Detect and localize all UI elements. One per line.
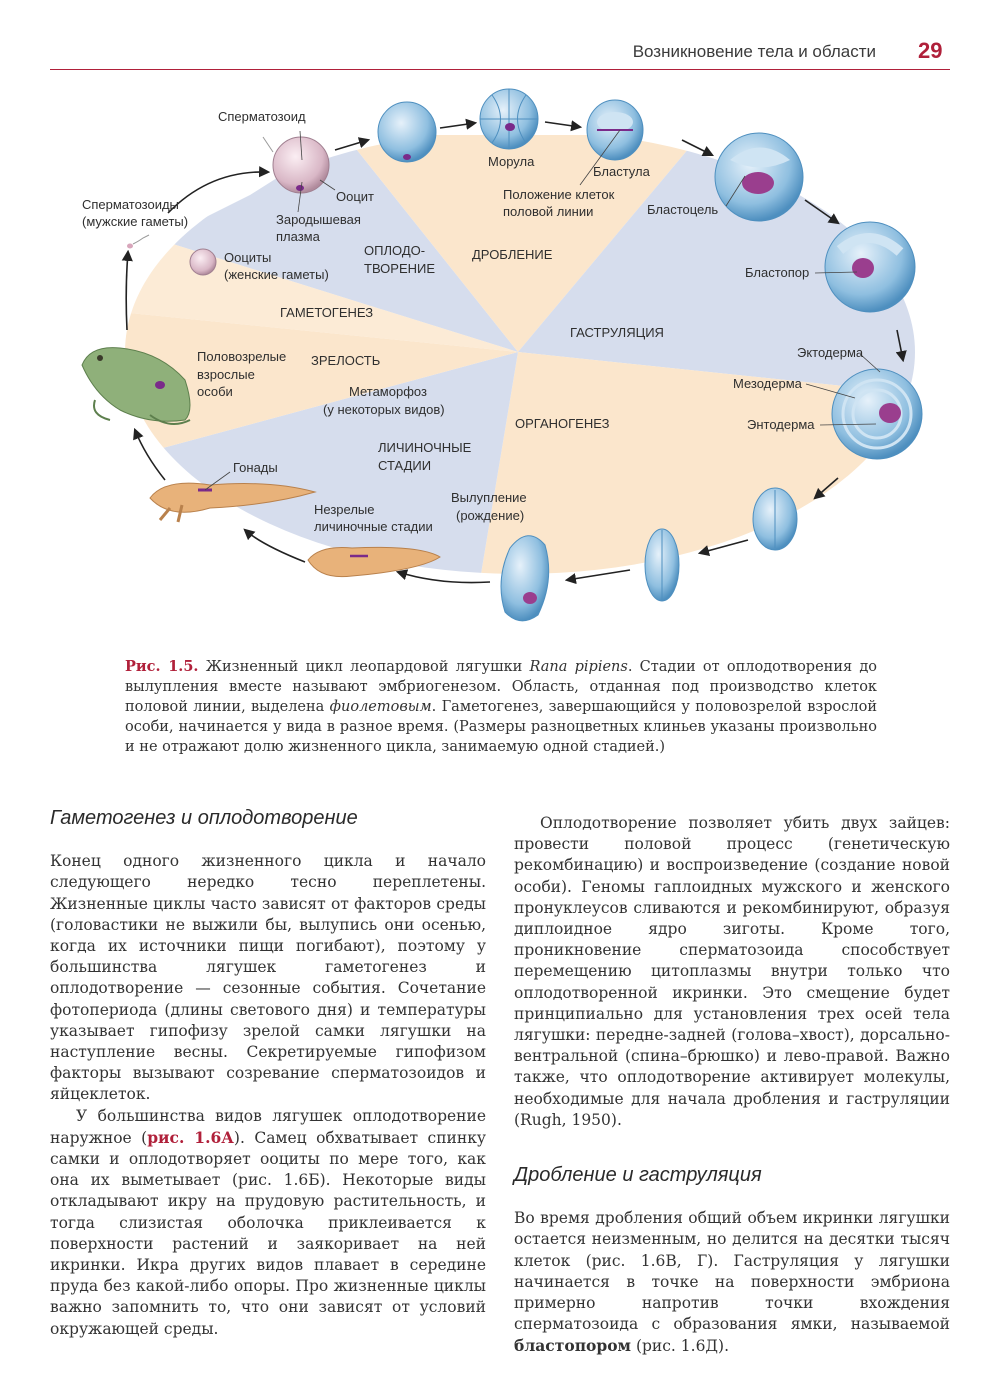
label-blastula: Бластула — [593, 164, 651, 179]
label-oocyte: Ооцит — [336, 189, 374, 204]
left-column: Гаметогенез и оплодотворение Конец одног… — [50, 808, 486, 1340]
right-paragraph-1: Оплодотворение позволяет убить двух зайц… — [514, 813, 950, 1131]
stage-larval-2: СТАДИИ — [378, 458, 431, 473]
life-cycle-figure: Сперматозоид Ооцит Зародышевая плазма Сп… — [0, 75, 1000, 645]
tadpole-late — [308, 547, 440, 576]
label-adults-2: взрослые — [197, 367, 255, 382]
caption-species: Rana pipiens — [530, 659, 628, 675]
caption-text-1: Жизненный цикл леопардовой лягушки — [198, 659, 529, 675]
stage-maturity: ЗРЕЛОСТЬ — [311, 353, 380, 368]
label-germline-1: Положение клеток — [503, 187, 615, 202]
right-p2-text-a: Во время дробления общий объем икринки л… — [514, 1209, 950, 1333]
neurula-embryo — [753, 488, 797, 550]
figure-caption: Рис. 1.5. Жизненный цикл леопардовой ляг… — [125, 657, 877, 757]
label-immature-1: Незрелые — [314, 502, 374, 517]
label-oocytes-1: Ооциты — [224, 250, 271, 265]
label-blastopore: Бластопор — [745, 265, 809, 280]
arrow-to-tadpole — [398, 572, 490, 583]
fertilized-egg — [378, 102, 436, 162]
label-oocytes-2: (женские гаметы) — [224, 267, 329, 282]
right-paragraph-2: Во время дробления общий объем икринки л… — [514, 1208, 950, 1357]
stage-gametogenesis: ГАМЕТОГЕНЕЗ — [280, 305, 373, 320]
label-hatching-2: (рождение) — [456, 508, 524, 523]
label-metamorphosis-1: Метаморфоз — [349, 384, 427, 399]
right-column: Оплодотворение позволяет убить двух зайц… — [514, 813, 950, 1358]
left-paragraph-2: У большинства видов лягушек оплодотворен… — [50, 1106, 486, 1340]
stage-cleavage: ДРОБЛЕНИЕ — [472, 247, 553, 262]
label-gonads: Гонады — [233, 460, 278, 475]
label-sperms-2: (мужские гаметы) — [82, 214, 188, 229]
label-ectoderm: Эктодерма — [797, 345, 864, 360]
label-mesoderm: Мезодерма — [733, 376, 803, 391]
label-endoderm: Энтодерма — [747, 417, 815, 432]
tailbud-embryo — [645, 529, 679, 601]
stage-organogenesis: ОРГАНОГЕНЕЗ — [515, 416, 610, 431]
left-paragraph-1: Конец одного жизненного цикла и начало с… — [50, 851, 486, 1105]
left-p2-text-b: ). Самец обхватывает спинку самки и опло… — [50, 1129, 486, 1338]
gastrula-embryo — [832, 369, 922, 459]
caption-violet: фиолетовым — [330, 699, 432, 715]
sperm-cell — [127, 235, 149, 249]
stage-fertilization-2: ТВОРЕНИЕ — [364, 261, 435, 276]
page-number: 29 — [918, 38, 942, 64]
blastula-embryo — [587, 100, 643, 160]
arrow-egg-to-morula — [440, 123, 475, 128]
label-spermatozoid: Сперматозоид — [218, 109, 306, 124]
stage-larval-1: ЛИЧИНОЧНЫЕ — [378, 440, 472, 455]
stage-fertilization-1: ОПЛОДО- — [364, 243, 425, 258]
label-immature-2: личиночные стадии — [314, 519, 433, 534]
arrow-morula-to-blastula — [545, 122, 580, 127]
label-germ-plasm-1: Зародышевая — [276, 212, 361, 227]
label-blastocoel: Бластоцель — [647, 202, 718, 217]
section-heading-gametogenesis: Гаметогенез и оплодотворение — [50, 808, 486, 829]
blastocoel-embryo — [715, 133, 803, 221]
label-hatching-1: Вылупление — [451, 490, 527, 505]
morula-embryo — [480, 89, 538, 149]
caption-label: Рис. 1.5. — [125, 658, 198, 675]
arrow-to-gametes — [126, 252, 128, 330]
term-blastopore: бластопором — [514, 1336, 631, 1355]
small-oocyte — [190, 249, 216, 275]
header-rule — [50, 69, 950, 70]
label-morula: Морула — [488, 154, 535, 169]
label-adults-3: особи — [197, 384, 233, 399]
label-germ-plasm-2: плазма — [276, 229, 321, 244]
section-heading-cleavage: Дробление и гаструляция — [514, 1165, 950, 1186]
right-p2-text-c: (рис. 1.6Д). — [631, 1337, 729, 1355]
label-sperms-1: Сперматозоиды — [82, 197, 179, 212]
blastopore-embryo — [825, 222, 915, 312]
figure-link-1-6a[interactable]: рис. 1.6А — [147, 1128, 234, 1147]
label-adults-1: Половозрелые — [197, 349, 286, 364]
label-metamorphosis-2: (у некоторых видов) — [323, 402, 445, 417]
running-header-title: Возникновение тела и области — [560, 42, 876, 62]
stage-gastrulation: ГАСТРУЛЯЦИЯ — [570, 325, 664, 340]
label-germline-2: половой линии — [503, 204, 593, 219]
